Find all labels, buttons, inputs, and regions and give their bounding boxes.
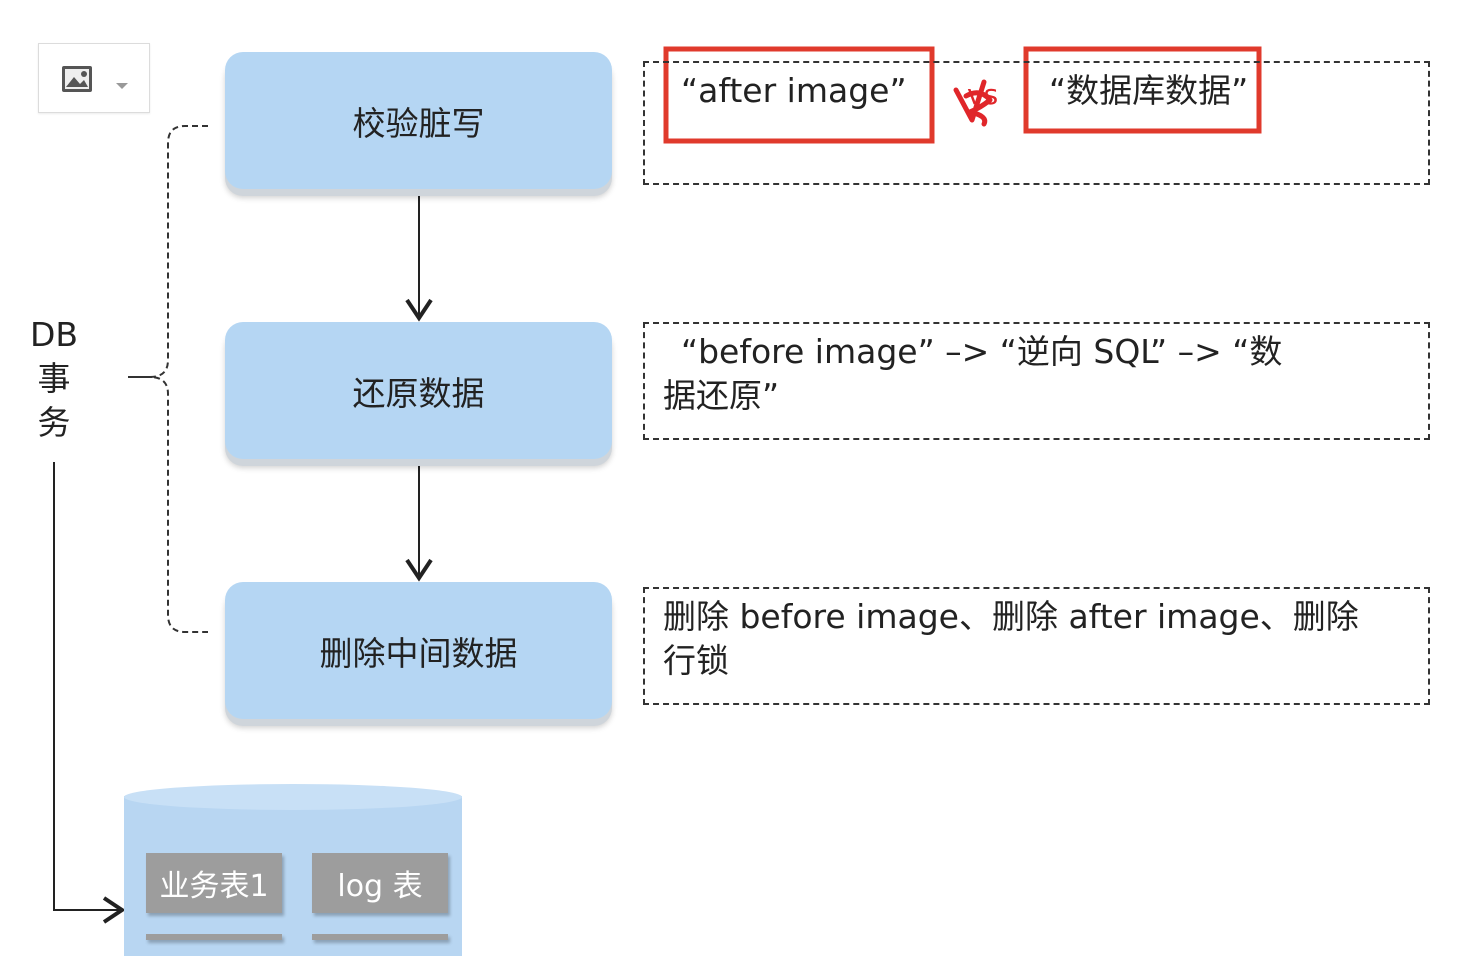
db-transaction-line1: DB bbox=[29, 315, 79, 354]
highlight-after-image bbox=[663, 46, 935, 144]
step-check-dirty-write: 校验脏写 bbox=[225, 52, 612, 189]
database-cylinder-top bbox=[124, 784, 462, 810]
table-business-1-label: 业务表1 bbox=[159, 869, 269, 904]
db-transaction-label: DB 事 务 bbox=[14, 313, 94, 445]
step-restore-data: 还原数据 bbox=[225, 322, 612, 459]
note-restore-line2: 据还原” bbox=[663, 376, 780, 415]
table-log-label: log 表 bbox=[337, 869, 423, 904]
highlight-db-data bbox=[1023, 46, 1262, 134]
table-log: log 表 bbox=[312, 853, 448, 913]
step-check-dirty-write-label: 校验脏写 bbox=[352, 103, 485, 143]
note-db-data-text: “数据库数据” bbox=[1049, 71, 1249, 110]
annotation-vs-scribble bbox=[953, 79, 993, 127]
step-delete-intermediate-data: 删除中间数据 bbox=[225, 582, 612, 719]
table-business-1: 业务表1 bbox=[146, 853, 282, 913]
table-row-partial bbox=[146, 934, 282, 940]
step-restore-data-label: 还原数据 bbox=[352, 373, 485, 413]
note-delete-line2: 行锁 bbox=[663, 641, 729, 680]
caret-down-icon bbox=[115, 75, 129, 94]
note-restore-line1: “before image” –> “逆向 SQL” –> “数 bbox=[681, 332, 1283, 371]
note-vs-text: vs bbox=[967, 78, 999, 111]
note-after-image-text: “after image” bbox=[681, 71, 907, 110]
table-row-partial bbox=[312, 934, 448, 940]
image-icon bbox=[61, 65, 93, 97]
note-delete-line1: 删除 before image、删除 after image、删除 bbox=[663, 597, 1359, 636]
db-transaction-line2: 事 bbox=[37, 359, 71, 398]
note-restore-data: “before image” –> “逆向 SQL” –> “数 据还原” bbox=[643, 322, 1430, 440]
note-delete-intermediate: 删除 before image、删除 after image、删除 行锁 bbox=[643, 587, 1430, 705]
transaction-bracket bbox=[149, 125, 208, 633]
step-delete-intermediate-data-label: 删除中间数据 bbox=[319, 633, 518, 673]
note-check-dirty-write: “after image” vs “数据库数据” bbox=[643, 61, 1430, 185]
image-picker-button[interactable] bbox=[38, 43, 150, 113]
arrow-db-to-database bbox=[53, 462, 126, 924]
db-transaction-line3: 务 bbox=[37, 403, 71, 442]
